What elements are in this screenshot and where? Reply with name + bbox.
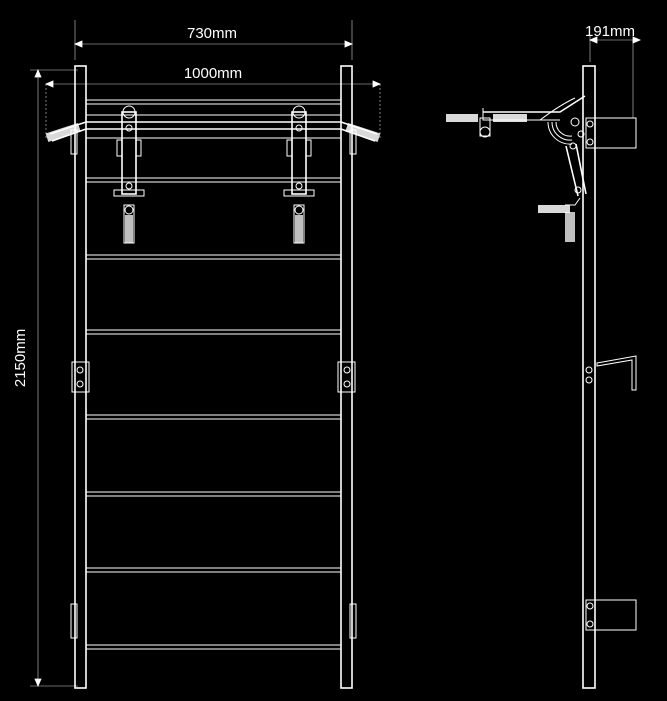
dimension-730-label: 730mm xyxy=(187,25,237,42)
dimension-1000-label: 1000mm xyxy=(184,65,242,82)
pullup-bar xyxy=(45,114,381,143)
side-top-bracket xyxy=(585,117,637,149)
front-view xyxy=(45,65,381,689)
side-view xyxy=(446,65,637,689)
dimension-2150-line xyxy=(30,68,78,688)
dimension-1000-line xyxy=(44,80,382,138)
side-dip-handle xyxy=(538,143,587,242)
dimension-730-line xyxy=(73,20,354,60)
side-middle-bracket xyxy=(585,355,637,391)
side-pullup-arm xyxy=(446,95,586,150)
left-upright xyxy=(74,65,87,689)
left-dip-handle xyxy=(113,105,145,244)
front-brackets xyxy=(70,129,357,639)
right-upright xyxy=(340,65,353,689)
rungs xyxy=(86,99,341,650)
side-bottom-bracket xyxy=(585,599,637,631)
right-dip-handle xyxy=(283,105,315,244)
dimension-191-label: 191mm xyxy=(585,23,635,40)
side-upright xyxy=(582,65,596,689)
dimension-191-line xyxy=(588,36,642,118)
dimension-2150-label: 2150mm xyxy=(12,329,29,387)
